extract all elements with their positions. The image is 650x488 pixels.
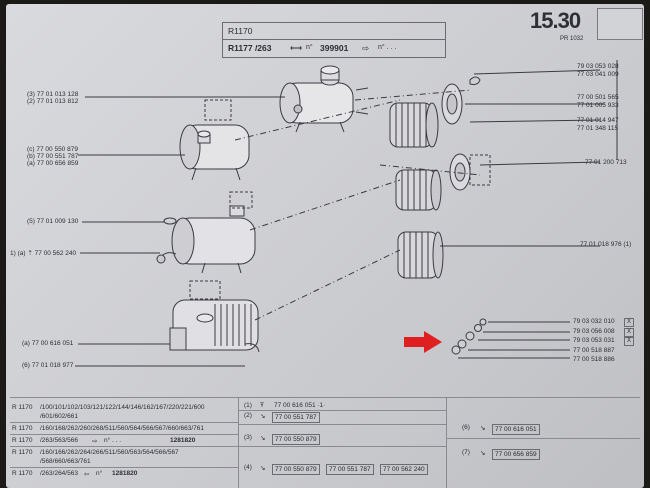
mid-table-part-2: 77 00 551 787 (272, 412, 320, 423)
filter-housing-upper-left (179, 124, 250, 181)
filter-element-3 (397, 231, 444, 279)
left-label-3: (5) 77 01 009 130 (27, 218, 79, 225)
left-table-model-5: R 1170 (12, 449, 33, 456)
o-ring (163, 217, 177, 225)
filter-element-1 (389, 102, 439, 148)
header-arrow-icon: ⇨ (362, 43, 370, 53)
small-part-2-mark: X (624, 328, 635, 337)
left-table-codes-6: /568/660/663/761 (40, 458, 91, 465)
cover-plate-2 (449, 153, 471, 191)
left-table-model-4: R 1170 (12, 437, 33, 444)
header-model: R1177 /263 (228, 43, 272, 53)
left-label-2a: (c) 77 00 550 879 (27, 146, 78, 153)
left-label-4: 1) (a) ⇡ 77 00 562 240 (10, 250, 77, 257)
small-part-3-mark: X (624, 337, 635, 346)
right-label-2a: 77 00 501 565 (577, 94, 619, 101)
left-label-1b: (2) 77 01 013 812 (27, 98, 79, 105)
filter-element-2 (395, 169, 442, 211)
left-label-6: (6) 77 01 018 977 (22, 362, 74, 369)
left-table-arrow-7: ⇦ (84, 471, 90, 478)
left-table-codes-7: /263/264/563 (40, 470, 78, 477)
filter-housing-top (279, 65, 369, 133)
right-table-part-1: 77 00 616 051 (492, 424, 540, 435)
corner-thumbnail (597, 8, 643, 40)
left-table-serial-4: 1281820 (170, 437, 196, 444)
right-table-mark-1: ↘ (480, 425, 486, 432)
mid-table-idx-3: (3) (244, 434, 252, 441)
mid-table-part-3: 77 00 550 879 (272, 434, 320, 445)
right-label-3b: 77 01 348 115 (577, 125, 619, 132)
right-label-5: 77 01 018 976 (1) (580, 241, 632, 248)
header-box (222, 22, 446, 58)
mid-table-mark-2: ↘ (260, 413, 266, 420)
header-model-range: R1170 (228, 26, 253, 36)
left-label-5: (a) 77 00 616 051 (22, 340, 74, 347)
right-label-2b: 77 01 005 933 (577, 102, 619, 109)
header-interval-symbol: ⟷ (290, 43, 303, 53)
mid-table-part-1: 77 00 616 051 ·1· (274, 402, 326, 409)
mid-table-part-4c: 77 00 562 240 (380, 464, 428, 475)
small-part-2: 79 03 056 008 (573, 328, 615, 335)
mid-table-part-4b: 77 00 551 787 (326, 464, 374, 475)
left-table-model-1: R 1170 (12, 404, 33, 411)
right-label-3a: 77 01 014 947 (577, 117, 619, 124)
left-label-1a: (3) 77 01 013 128 (27, 91, 79, 98)
left-table-serial-7: 1281820 (112, 470, 138, 477)
left-label-2c: (a) 77 00 656 859 (27, 160, 79, 167)
left-table-model-7: R 1170 (12, 470, 33, 477)
right-table-idx-1: (6) (462, 424, 470, 431)
right-label-1b: 77 03 041 009 (577, 71, 619, 78)
small-part-1: 79 03 032 010 (573, 318, 615, 325)
left-table-codes-4: /263/563/566 (40, 437, 78, 444)
left-table-codes-1: /100/101/102/103/121/122/144/146/162/167… (40, 404, 205, 411)
mid-table-part-4a: 77 00 550 879 (272, 464, 320, 475)
right-label-1a: 79 03 053 028 (577, 63, 619, 70)
mid-table-mark-1: Ŧ (260, 402, 264, 409)
right-label-4: 77 01 200 713 (585, 159, 627, 166)
left-table-model-3: R 1170 (12, 425, 33, 432)
left-table-codes-2: /601/602/661 (40, 413, 78, 420)
seal-washers (451, 318, 487, 355)
page-reference: PR 1032 (560, 36, 584, 42)
left-label-2b: (b) 77 00 551 787 (27, 153, 79, 160)
mid-table-idx-1: (1) (244, 402, 252, 409)
red-pointer-arrow (404, 331, 442, 353)
left-table-extra-4: n° . . . (104, 437, 122, 444)
left-table-extra-7: n° (96, 470, 103, 477)
small-part-5: 77 00 518 886 (573, 356, 615, 363)
header-serial: 399901 (320, 43, 349, 53)
mid-table-idx-2: (2) (244, 412, 252, 419)
small-part-3: 79 03 053 031 (573, 337, 615, 344)
right-table-part-2: 77 00 656 859 (492, 449, 540, 460)
small-part-4: 77 00 518 887 (573, 347, 615, 354)
left-table-codes-5: /160/166/262/264/266/511/560/563/564/566… (40, 449, 179, 456)
mid-table-mark-4: ↘ (260, 465, 266, 472)
mid-table-idx-4: (4) (244, 464, 252, 471)
header-tail: n° . . . (378, 44, 397, 51)
page-number: 15.30 (530, 8, 581, 33)
small-part-1-mark: X (624, 318, 635, 327)
left-table-codes-3: /160/168/262/260/268/511/560/564/566/567… (40, 425, 204, 432)
header-number-symbol: n° (306, 44, 313, 51)
right-table-idx-2: (7) (462, 449, 470, 456)
left-table-arrow-4: ⇨ (92, 438, 98, 445)
mid-table-mark-3: ↘ (260, 435, 266, 442)
filter-housing-lower (156, 205, 256, 274)
cover-plate-1 (441, 76, 481, 125)
filter-housing-bottom (169, 299, 260, 353)
right-table-mark-2: ↘ (480, 450, 486, 457)
